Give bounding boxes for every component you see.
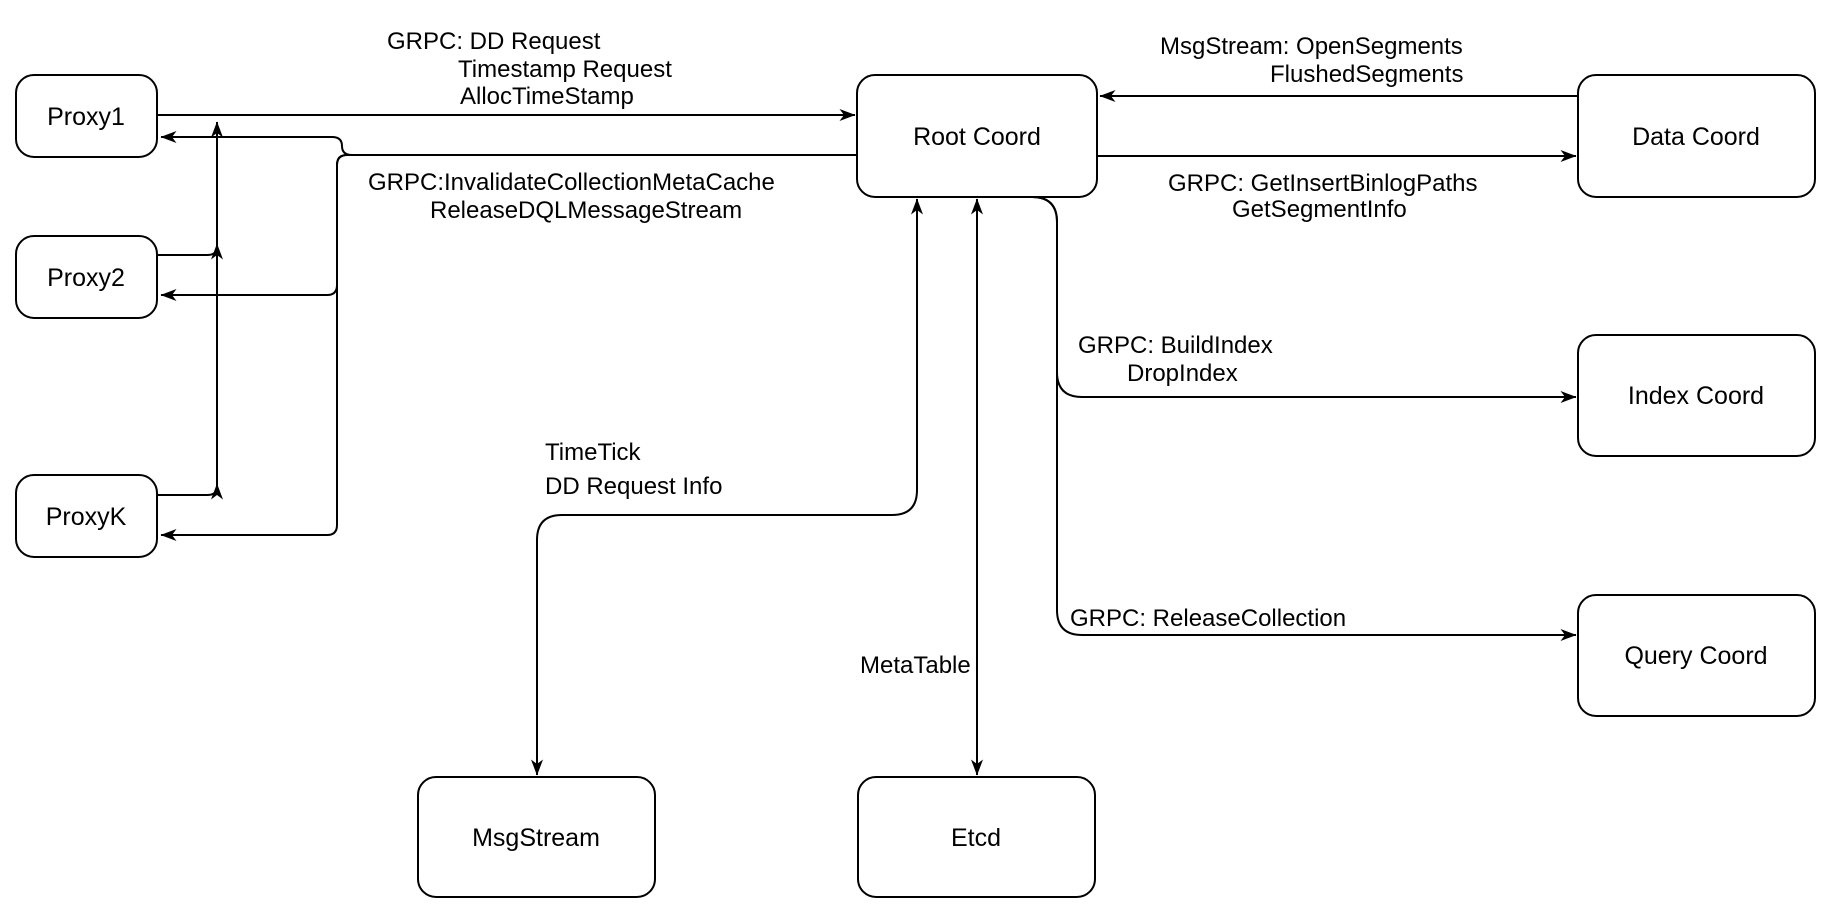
edge-label-proxy-to-root-line1: GRPC: DD Request: [387, 28, 601, 55]
node-proxy1-box: [15, 74, 158, 158]
node-msgstream-box: [417, 776, 656, 898]
node-etcd-label: Etcd: [951, 824, 1001, 852]
node-msgstream: MsgStream: [417, 776, 656, 898]
node-proxyk: ProxyK: [15, 474, 158, 558]
edge-label-root-to-msgstream-line2: DD Request Info: [545, 473, 722, 500]
nodes: Proxy1 Proxy2 ProxyK Root Coord Data Coo…: [15, 74, 1816, 898]
node-query-coord-box: [1577, 594, 1816, 717]
edge-label-root-to-etcd-line1: MetaTable: [860, 652, 971, 679]
node-index-coord-box: [1577, 334, 1816, 457]
node-proxy2-box: [15, 235, 158, 319]
node-index-coord-label: Index Coord: [1628, 382, 1764, 410]
node-etcd-box: [857, 776, 1096, 898]
edge-label-root-to-proxy-line2: ReleaseDQLMessageStream: [430, 197, 742, 224]
edge-labels: GRPC: DD Request Timestamp Request Alloc…: [368, 28, 1477, 679]
edge-label-root-to-data-line2: GetSegmentInfo: [1232, 196, 1407, 223]
edge-root-coord-to-query-coord: [1031, 196, 1577, 641]
edge-label-root-to-index-line2: DropIndex: [1127, 360, 1238, 387]
node-query-coord: Query Coord: [1577, 594, 1816, 717]
node-proxy1: Proxy1: [15, 74, 158, 158]
node-root-coord-label: Root Coord: [913, 123, 1041, 151]
edge-label-data-to-root-line1: MsgStream: OpenSegments: [1160, 33, 1463, 60]
edge-label-data-to-root-line2: FlushedSegments: [1270, 61, 1463, 88]
node-root-coord: Root Coord: [856, 74, 1098, 198]
node-proxyk-box: [15, 474, 158, 558]
edge-label-root-to-query-line1: GRPC: ReleaseCollection: [1070, 605, 1346, 632]
edge-label-root-to-proxy-line1: GRPC:InvalidateCollectionMetaCache: [368, 169, 775, 196]
node-etcd: Etcd: [857, 776, 1096, 898]
node-root-coord-box: [856, 74, 1098, 198]
node-proxyk-label: ProxyK: [46, 503, 127, 531]
edge-proxy2-join-trunk: [157, 243, 223, 260]
edge-label-proxy-to-root-line2: Timestamp Request: [458, 56, 672, 83]
node-data-coord: Data Coord: [1577, 74, 1816, 198]
node-data-coord-box: [1577, 74, 1816, 198]
node-proxy2-label: Proxy2: [47, 264, 125, 292]
edge-label-root-to-data-line1: GRPC: GetInsertBinlogPaths: [1168, 170, 1477, 197]
node-proxy1-label: Proxy1: [47, 103, 125, 131]
node-proxy2: Proxy2: [15, 235, 158, 319]
edge-root-coord-to-proxy1: [160, 131, 857, 156]
edge-label-proxy-to-root-line3: AllocTimeStamp: [460, 83, 634, 110]
edge-root-coord-to-index-coord: [1031, 196, 1577, 403]
edge-label-root-to-index-line1: GRPC: BuildIndex: [1078, 332, 1273, 359]
edge-proxyk-join-trunk: [157, 483, 223, 500]
edge-label-root-to-msgstream-line1: TimeTick: [545, 439, 642, 466]
node-data-coord-label: Data Coord: [1632, 123, 1760, 151]
node-index-coord: Index Coord: [1577, 334, 1816, 457]
edges: [157, 90, 1578, 776]
node-query-coord-label: Query Coord: [1624, 642, 1767, 670]
node-msgstream-label: MsgStream: [472, 824, 600, 852]
edge-root-coord-to-proxyk: [160, 154, 857, 541]
edge-root-coord-msgstream: [531, 198, 923, 776]
